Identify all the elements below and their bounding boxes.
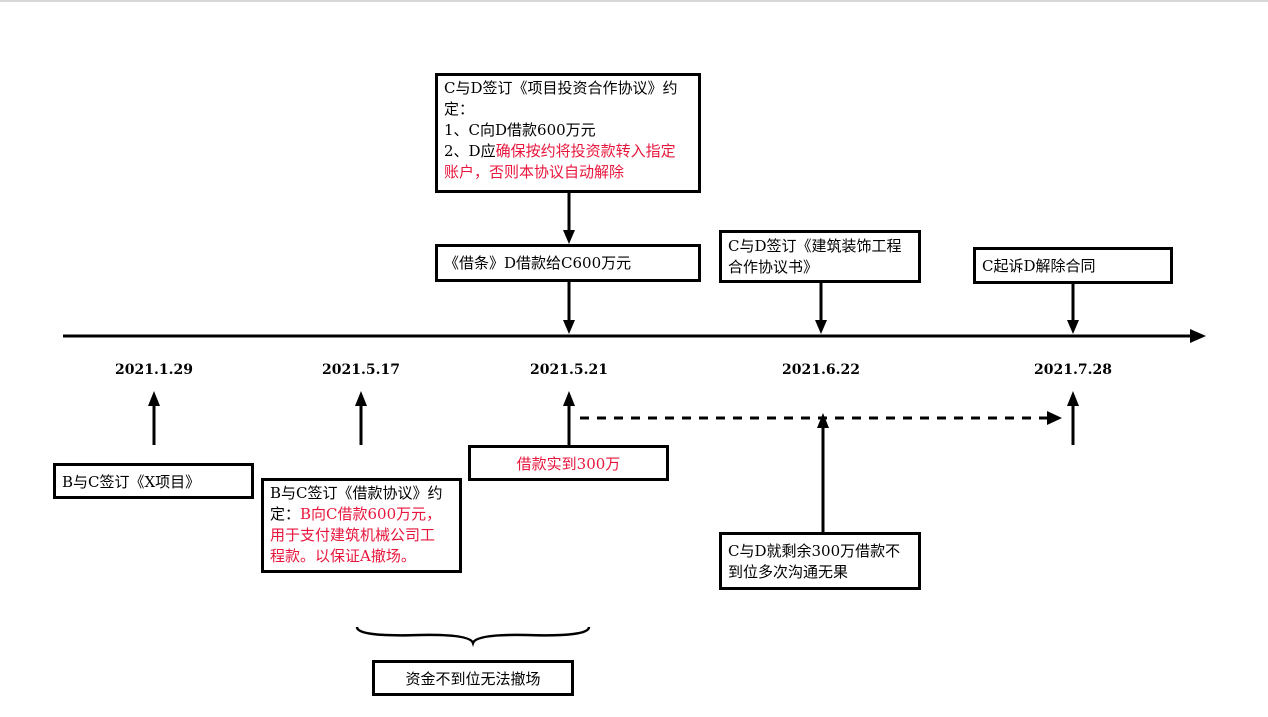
agreement-line4-red: 确保按约将投资款转入指定 bbox=[495, 142, 676, 160]
top-border bbox=[0, 0, 1268, 2]
remaining-line2: 到位多次沟通无果 bbox=[728, 563, 849, 581]
agreement-line4-black: 2、D应 bbox=[444, 142, 496, 160]
dashed-arrowhead bbox=[1047, 411, 1062, 425]
date-2021-6-22: 2021.6.22 bbox=[782, 362, 860, 378]
agreement-box: C与D签订《项目投资合作协议》约 定： 1、C向D借款600万元 2、D应确保按… bbox=[435, 73, 701, 193]
curly-brace bbox=[355, 626, 591, 647]
loan-line1: B与C签订《借款协议》约 bbox=[270, 484, 443, 502]
arrowhead-loan-up bbox=[355, 391, 367, 406]
lawsuit-text: C起诉D解除合同 bbox=[982, 257, 1096, 275]
loan-line4: 程款。以保证A撤场。 bbox=[270, 547, 416, 565]
arrowhead-xproject-up bbox=[148, 391, 160, 406]
iou-box: 《借条》D借款给C600万元 bbox=[435, 244, 701, 282]
timeline-axis-arrowhead bbox=[1190, 329, 1206, 343]
lawsuit-box: C起诉D解除合同 bbox=[973, 247, 1173, 284]
arrowhead-decoration-to-axis bbox=[815, 320, 827, 334]
arrowhead-arrived-up bbox=[563, 391, 575, 406]
loan-line3: 用于支付建筑机械公司工 bbox=[270, 526, 436, 544]
date-2021-5-21: 2021.5.21 bbox=[530, 362, 608, 378]
loan-agreement-box: B与C签订《借款协议》约 定：B向C借款600万元， 用于支付建筑机械公司工 程… bbox=[261, 478, 462, 573]
arrowhead-iou-to-axis bbox=[563, 320, 575, 334]
remaining-line1: C与D就剩余300万借款不 bbox=[728, 542, 901, 560]
remaining-box: C与D就剩余300万借款不 到位多次沟通无果 bbox=[719, 532, 921, 590]
summary-text: 资金不到位无法撤场 bbox=[405, 670, 541, 688]
agreement-line1: C与D签订《项目投资合作协议》约 bbox=[444, 79, 678, 97]
loan-line2-black: 定： bbox=[270, 505, 301, 523]
xproject-box: B与C签订《X项目》 bbox=[53, 463, 254, 499]
date-2021-1-29: 2021.1.29 bbox=[115, 362, 193, 378]
decoration-box: C与D签订《建筑装饰工程 合作协议书》 bbox=[719, 230, 921, 283]
summary-box: 资金不到位无法撤场 bbox=[372, 660, 574, 696]
agreement-line5: 账户，否则本协议自动解除 bbox=[444, 163, 625, 181]
agreement-line4: 2、D应确保按约将投资款转入指定 bbox=[444, 141, 692, 162]
arrived-text: 借款实到300万 bbox=[516, 455, 621, 473]
date-2021-5-17: 2021.5.17 bbox=[322, 362, 400, 378]
date-2021-7-28: 2021.7.28 bbox=[1034, 362, 1112, 378]
arrowhead-lawsuit-date-up bbox=[1067, 391, 1079, 406]
arrowhead-lawsuit-to-axis bbox=[1067, 320, 1079, 334]
arrowhead-remaining-up bbox=[817, 413, 829, 428]
decoration-line2: 合作协议书》 bbox=[728, 258, 819, 276]
decoration-line1: C与D签订《建筑装饰工程 bbox=[728, 237, 902, 255]
iou-text: 《借条》D借款给C600万元 bbox=[444, 254, 632, 272]
loan-line2-red: B向C借款600万元， bbox=[300, 505, 442, 523]
xproject-text: B与C签订《X项目》 bbox=[62, 473, 201, 491]
loan-line2: 定：B向C借款600万元， bbox=[270, 504, 453, 525]
agreement-line2: 定： bbox=[444, 100, 475, 118]
arrowhead-agreement-to-iou bbox=[563, 230, 575, 244]
agreement-line3: 1、C向D借款600万元 bbox=[444, 121, 596, 139]
arrived-box: 借款实到300万 bbox=[468, 445, 669, 481]
